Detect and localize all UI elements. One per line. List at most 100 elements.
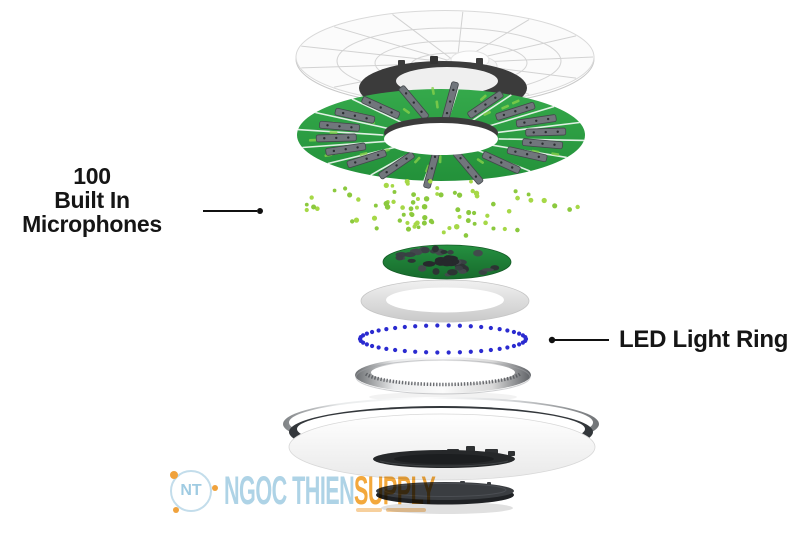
led-dot: [497, 327, 502, 332]
main-body-disc: [288, 413, 596, 481]
mic-dot: [411, 192, 416, 198]
mic-dot: [473, 190, 480, 196]
mic-dot: [390, 184, 395, 188]
mic-dot: [404, 179, 410, 185]
mic-strip-dot: [523, 121, 526, 124]
segment-gap: [315, 111, 391, 130]
base-housing: [283, 397, 599, 481]
dsp-component: [417, 265, 427, 272]
mic-dot: [400, 205, 405, 210]
led-dot: [457, 323, 462, 328]
mic-dot: [343, 186, 348, 191]
microphone-pcb-ring: [297, 81, 585, 189]
mic-strip-dot: [356, 146, 359, 149]
mic-dot: [428, 218, 434, 224]
mic-dot: [453, 223, 460, 230]
mic-strip-dot: [532, 131, 535, 134]
mic-strip-dot: [390, 111, 393, 114]
mic-dot: [423, 196, 430, 202]
led-dot: [468, 349, 473, 354]
mic-dot: [414, 205, 419, 210]
mic-strip-dot: [326, 124, 329, 127]
mic-dot: [304, 207, 309, 213]
mic-dot: [371, 215, 378, 221]
mic-dot: [309, 195, 314, 200]
led-dot: [393, 325, 398, 331]
mic-dot: [472, 221, 477, 226]
mic-strip-dot: [335, 136, 338, 140]
led-dot: [511, 343, 517, 349]
led-dot: [384, 346, 389, 351]
mic-dot: [383, 182, 389, 189]
mic-dot: [347, 192, 353, 198]
mic-strip-dot: [511, 166, 514, 169]
led-dot: [517, 342, 522, 347]
pcb-trace: [359, 151, 368, 156]
pcb-trace: [476, 158, 485, 165]
segment-gap: [468, 94, 512, 124]
mic-strip-dot: [459, 157, 462, 160]
mic-strip-dot: [430, 167, 434, 170]
orbit-dot-icon: [173, 507, 179, 513]
microphone-component-strips: [315, 81, 567, 189]
mic-strip-dot: [484, 103, 487, 106]
mic-strip-dot: [535, 119, 538, 123]
led-dot: [384, 327, 389, 332]
led-dot: [505, 345, 510, 350]
segment-gap: [486, 105, 555, 128]
mic-dot: [421, 203, 428, 210]
led-dot: [523, 335, 528, 340]
mic-dot: [413, 222, 418, 227]
mic-strip-dot: [494, 96, 497, 99]
knurl-teeth: [364, 372, 522, 387]
mic-dot: [356, 197, 361, 202]
knurled-metal-ring: [355, 357, 531, 402]
mic-strip-dot: [323, 137, 326, 140]
led-dot: [376, 328, 381, 333]
mic-dot: [455, 207, 461, 213]
watermark-tagline-fragment: [356, 508, 382, 512]
pcb-trace: [329, 131, 338, 134]
led-dot: [369, 329, 375, 335]
pcb-trace: [511, 99, 520, 105]
mic-dot: [457, 214, 462, 219]
dsp-component: [403, 252, 416, 258]
mic-dot: [373, 203, 378, 208]
mic-strip-dot: [448, 100, 452, 103]
mic-dot: [304, 202, 309, 207]
mic-label-line3: Microphones: [22, 211, 162, 237]
led-dot: [517, 331, 522, 336]
mic-strip-dot: [365, 117, 368, 120]
mic-dot: [447, 226, 452, 231]
mic-strip-dot: [368, 101, 371, 104]
mic-dot: [315, 206, 320, 212]
mic-dot: [456, 192, 463, 198]
mic-strip-dot: [350, 126, 353, 129]
led-light-ring: [357, 323, 529, 355]
watermark-brand-name: NGOC THIEN: [224, 469, 355, 513]
mic-strip-dot: [445, 111, 449, 115]
mic-dot: [575, 204, 580, 210]
pcb-trace: [413, 156, 421, 164]
led-dot: [393, 347, 398, 353]
mic-dot: [471, 210, 477, 216]
mic-dot: [528, 197, 534, 203]
led-dot: [457, 350, 462, 355]
dsp-component: [482, 268, 494, 272]
mic-strip-dot: [556, 130, 559, 133]
label-led-light-ring: LED Light Ring: [619, 326, 789, 353]
mic-strip-dot: [525, 106, 528, 109]
mic-strip-dot: [354, 161, 357, 164]
mic-strip-dot: [332, 149, 336, 153]
mic-dot: [465, 218, 471, 224]
mic-strip-dot: [405, 157, 408, 160]
mic-strip-dot: [365, 157, 368, 160]
led-dot: [413, 324, 418, 329]
diffuser-ring: [360, 279, 530, 323]
led-dot: [520, 340, 526, 345]
led-dot: [424, 350, 429, 355]
center-connector-recess: [373, 446, 515, 468]
pcb-trace: [479, 94, 487, 101]
mic-dot: [405, 226, 412, 232]
